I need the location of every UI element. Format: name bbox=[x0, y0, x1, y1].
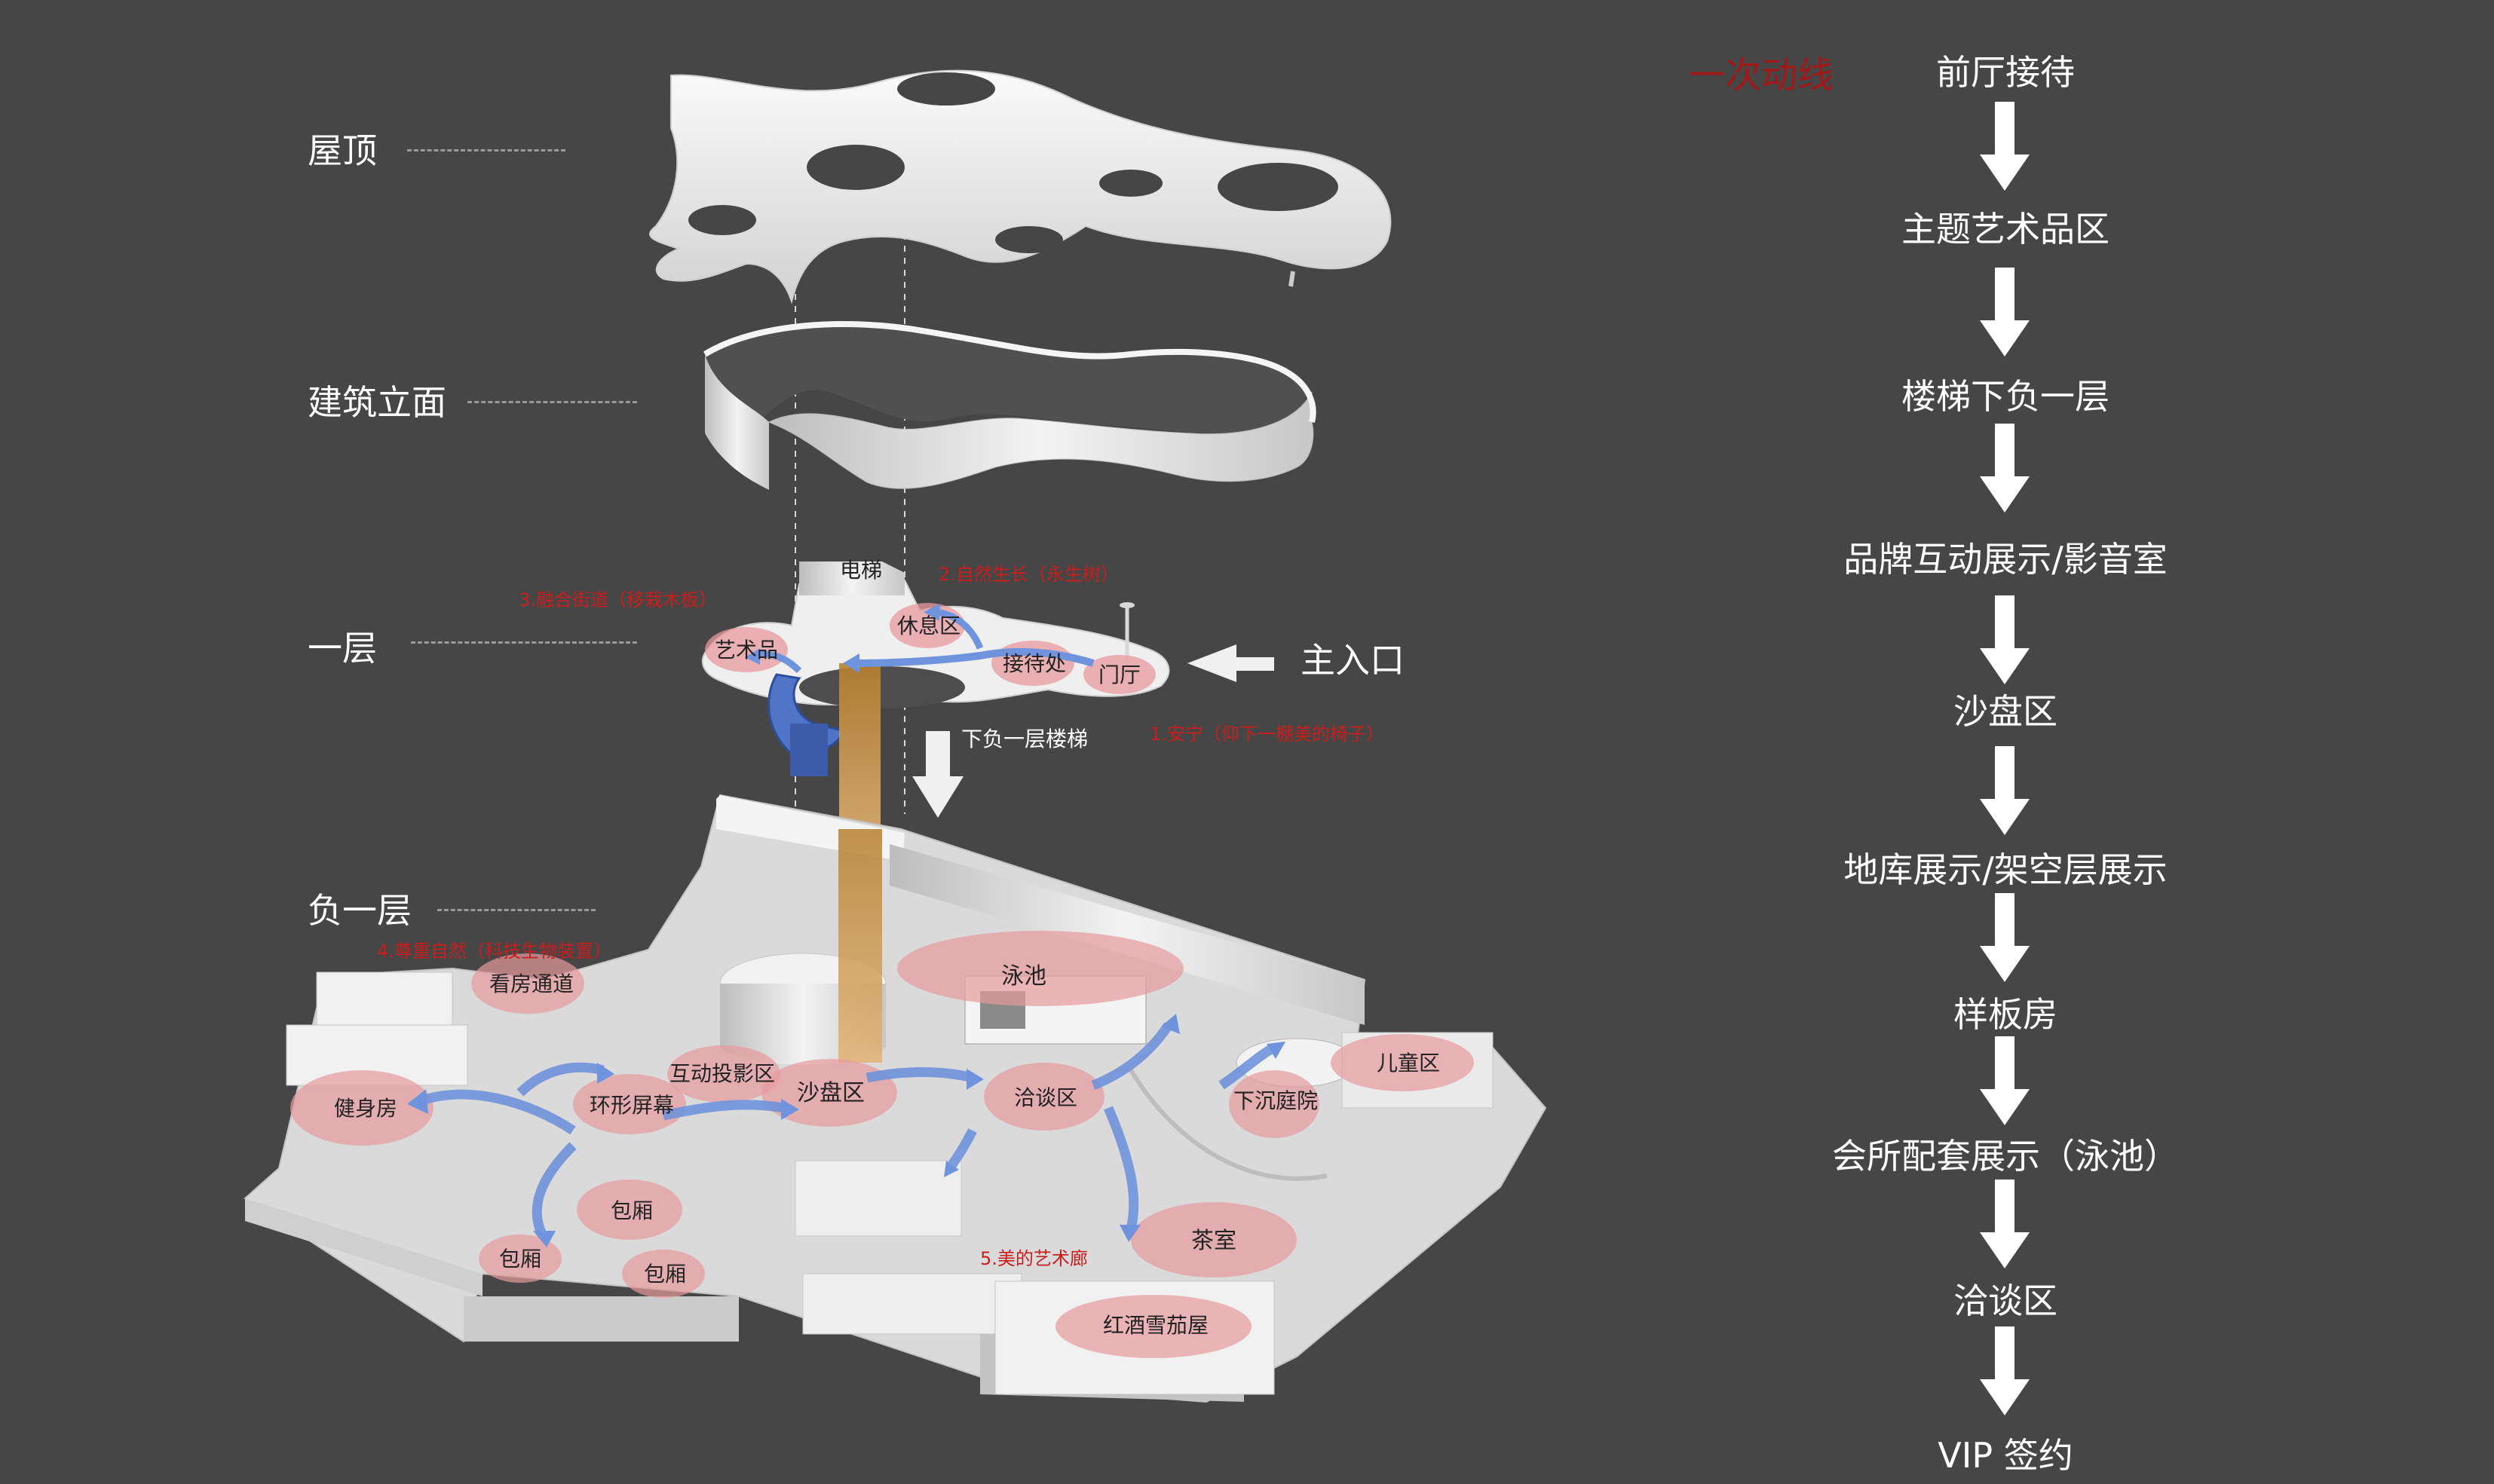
note-3: 3.融合街道（移栽木板） bbox=[519, 589, 717, 610]
flow-step-10: VIP 签约 bbox=[1938, 1435, 2073, 1476]
entrance-arrow bbox=[1187, 644, 1274, 682]
zone-sunken-court bbox=[1229, 1070, 1319, 1138]
leader-line-basement bbox=[437, 909, 596, 911]
leader-line-facade bbox=[467, 401, 637, 403]
zone-pool bbox=[897, 931, 1184, 1006]
layer-label-facade: 建筑立面 bbox=[308, 382, 446, 423]
flow-arrow-down-icon bbox=[1980, 102, 2030, 191]
flow-step-1: 前厅接待 bbox=[1936, 52, 2075, 93]
main-entrance-label: 主入口 bbox=[1301, 640, 1405, 681]
roof-model bbox=[649, 69, 1392, 304]
zone-private-room-3 bbox=[622, 1250, 705, 1298]
room-gym: 健身房 bbox=[334, 1096, 397, 1121]
flow-step-4: 品牌互动展示/影音室 bbox=[1843, 539, 2168, 580]
zone-art bbox=[705, 627, 788, 672]
leader-line-first-floor bbox=[411, 641, 637, 644]
flow-step-8: 会所配套展示（泳池） bbox=[1832, 1136, 2179, 1176]
zone-negotiation bbox=[984, 1063, 1105, 1131]
leader-line-roof bbox=[407, 149, 565, 151]
flow-arrow-down-icon bbox=[1980, 1326, 2030, 1415]
flow-arrow-down-icon bbox=[1980, 746, 2030, 835]
room-private-room-1: 包厢 bbox=[611, 1198, 653, 1223]
flow-arrow-down-icon bbox=[1980, 595, 2030, 684]
stairs-down-label: 下负一层楼梯 bbox=[961, 727, 1088, 751]
room-kids: 儿童区 bbox=[1377, 1051, 1440, 1076]
zone-kids bbox=[1331, 1034, 1474, 1091]
room-private-room-3: 包厢 bbox=[644, 1262, 686, 1287]
note-2: 2.自然生长（永生树） bbox=[939, 564, 1119, 585]
flow-arrow-down-icon bbox=[1980, 424, 2030, 513]
zone-tea-room bbox=[1131, 1202, 1297, 1277]
room-elevator: 电梯 bbox=[840, 558, 882, 583]
room-private-room-2: 包厢 bbox=[499, 1247, 541, 1271]
room-lobby: 门厅 bbox=[1098, 662, 1141, 687]
room-reception: 接待处 bbox=[1003, 651, 1066, 676]
room-pool: 泳池 bbox=[1001, 963, 1046, 990]
flow-step-9: 洽谈区 bbox=[1953, 1281, 2057, 1321]
first-floor-model bbox=[701, 561, 1170, 844]
room-sunken-court: 下沉庭院 bbox=[1233, 1088, 1318, 1113]
room-art: 艺术品 bbox=[715, 638, 778, 662]
room-wine-cigar: 红酒雪茄屋 bbox=[1103, 1313, 1209, 1338]
zone-viewing-passage bbox=[471, 953, 584, 1014]
flow-step-2: 主题艺术品区 bbox=[1901, 209, 2109, 249]
layer-label-roof: 屋顶 bbox=[308, 130, 377, 171]
flow-arrow-down-icon bbox=[1980, 1180, 2030, 1268]
facade-model bbox=[703, 321, 1316, 490]
flow-arrow-down-icon bbox=[1980, 1036, 2030, 1125]
layer-label-first-floor: 一层 bbox=[308, 628, 377, 669]
zone-private-room-2 bbox=[479, 1235, 562, 1283]
room-interactive-projection: 互动投影区 bbox=[669, 1061, 775, 1086]
flow-arrow-down-icon bbox=[1980, 268, 2030, 356]
room-tea-room: 茶室 bbox=[1191, 1228, 1236, 1254]
zone-gym bbox=[290, 1070, 434, 1146]
flow-arrow-down-icon bbox=[1980, 893, 2030, 982]
room-rest: 休息区 bbox=[897, 613, 961, 638]
room-viewing-passage: 看房通道 bbox=[489, 971, 574, 996]
note-4: 4.尊重自然（科技生物装置） bbox=[377, 941, 611, 962]
flow-step-5: 沙盘区 bbox=[1953, 691, 2057, 732]
flow-step-6: 地库展示/架空层展示 bbox=[1843, 849, 2168, 890]
stairs-down-arrow bbox=[912, 731, 964, 818]
room-ring-screen: 环形屏幕 bbox=[590, 1093, 674, 1118]
zone-wine-cigar bbox=[1056, 1295, 1252, 1358]
note-5: 5.美的艺术廊 bbox=[980, 1248, 1088, 1269]
zone-interactive-projection bbox=[667, 1045, 780, 1103]
basement-model bbox=[244, 794, 1547, 1403]
flow-title: 一次动线 bbox=[1689, 54, 1834, 96]
room-negotiation: 洽谈区 bbox=[1014, 1085, 1077, 1110]
zone-private-room-1 bbox=[577, 1180, 682, 1240]
flow-step-3: 楼梯下负一层 bbox=[1901, 376, 2109, 417]
room-sand-table: 沙盘区 bbox=[797, 1080, 865, 1106]
flow-step-7: 样板房 bbox=[1953, 994, 2057, 1035]
note-1: 1.安宁（仰下一棚美的椅子） bbox=[1150, 724, 1384, 745]
layer-label-basement: 负一层 bbox=[308, 890, 412, 931]
zone-ring-screen bbox=[573, 1074, 686, 1134]
zone-lobby bbox=[1083, 655, 1156, 694]
